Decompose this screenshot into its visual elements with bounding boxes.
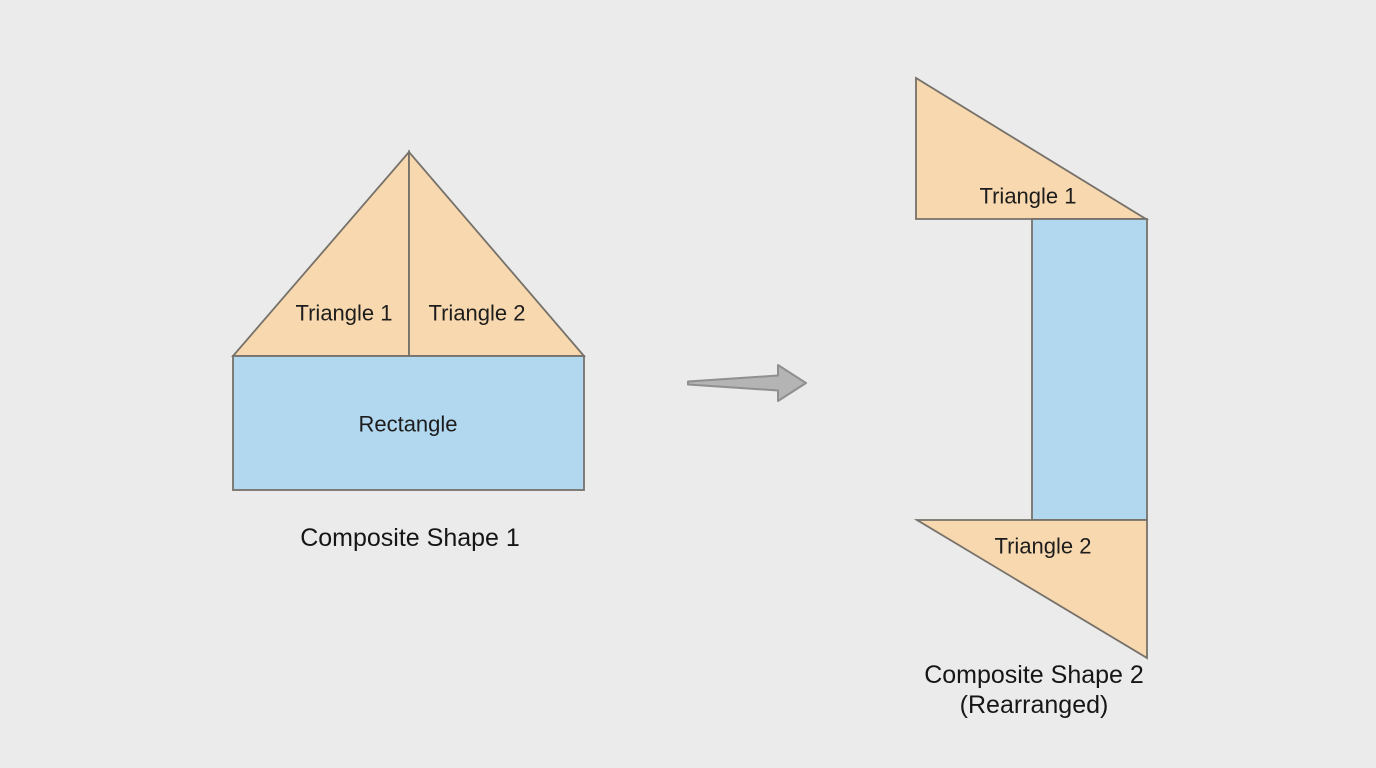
right-triangle-2-label: Triangle 2 <box>994 534 1091 559</box>
left-rectangle-label: Rectangle <box>358 412 457 437</box>
composite-shape-2-caption-line2: (Rearranged) <box>960 691 1109 719</box>
right-rectangle-shape <box>1031 218 1148 521</box>
right-triangle-1-shape <box>915 76 1150 220</box>
right-triangle-1-label: Triangle 1 <box>979 184 1076 209</box>
composite-shape-1-caption: Composite Shape 1 <box>300 524 520 552</box>
left-rectangle-shape <box>232 355 585 491</box>
left-triangle-2-label: Triangle 2 <box>428 301 525 326</box>
composite-shape-2-caption-line1: Composite Shape 2 <box>924 661 1144 689</box>
composite-shape-2: Triangle 1 Triangle 2 Composite Shape 2 … <box>913 76 1150 719</box>
left-triangle-1-label: Triangle 1 <box>295 301 392 326</box>
composite-shape-1: Triangle 1 Triangle 2 Rectangle Composit… <box>231 149 586 552</box>
right-arrow-icon <box>687 364 807 402</box>
right-triangle-2-shape <box>913 519 1148 660</box>
